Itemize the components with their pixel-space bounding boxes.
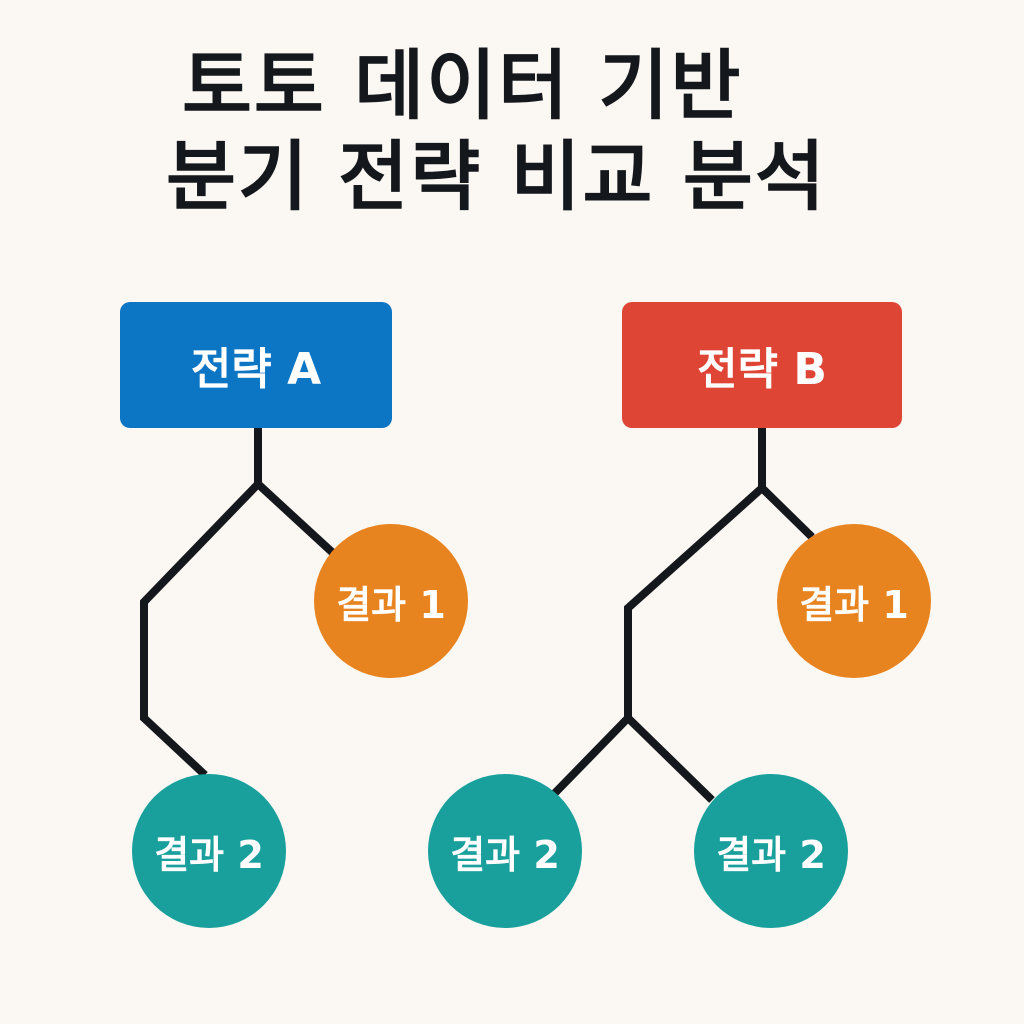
connector-a-to-result-2 <box>140 481 261 778</box>
connector-b-to-branch <box>624 485 765 718</box>
strategy-b-result-2a-label: 결과 2 <box>450 832 560 877</box>
strategy-b-label: 전략 B <box>697 344 827 395</box>
strategy-a-result-1-node: 결과 1 <box>314 524 468 678</box>
connector-branch-to-result-2b <box>625 715 715 803</box>
strategy-b-result-1-label: 결과 1 <box>799 582 909 627</box>
strategy-a-box: 전략 A <box>120 302 392 428</box>
strategy-b-result-2a-node: 결과 2 <box>428 774 582 928</box>
title-line-1: 토토 데이터 기반 <box>182 41 743 130</box>
title-line-2: 분기 전략 비교 분석 <box>166 132 827 222</box>
strategy-b-result-2b-label: 결과 2 <box>716 832 826 877</box>
strategy-b-result-2b-node: 결과 2 <box>694 774 848 928</box>
strategy-b-result-1-node: 결과 1 <box>777 524 931 678</box>
strategy-a-label: 전략 A <box>190 344 322 395</box>
strategy-a-result-2-node: 결과 2 <box>132 774 286 928</box>
strategy-a-result-1-label: 결과 1 <box>336 582 446 627</box>
strategy-b-box: 전략 B <box>622 302 902 428</box>
strategy-a-result-2-label: 결과 2 <box>154 832 264 877</box>
connector-b-to-result-1 <box>758 428 815 540</box>
connector-a-to-result-1 <box>254 428 336 556</box>
connector-branch-to-result-2a <box>550 715 631 798</box>
page-title: 토토 데이터 기반 분기 전략 비교 분석 <box>0 40 1024 222</box>
